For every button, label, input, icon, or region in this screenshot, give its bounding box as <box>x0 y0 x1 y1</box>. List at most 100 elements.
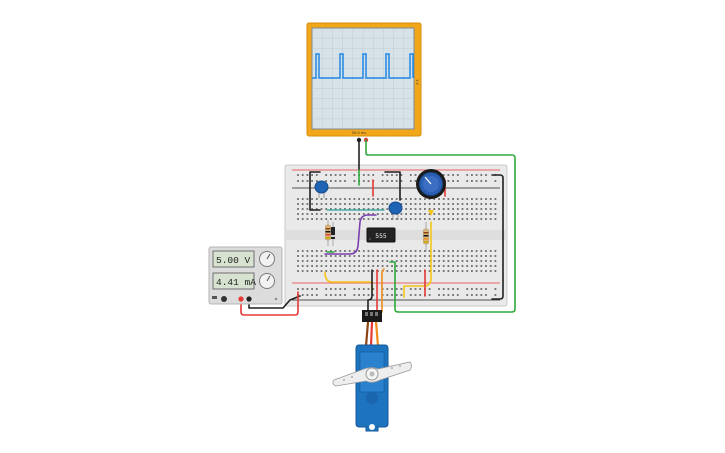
servo-motor[interactable] <box>332 310 412 432</box>
breadboard-hole[interactable] <box>391 265 393 267</box>
breadboard-hole[interactable] <box>301 255 304 257</box>
breadboard-hole[interactable] <box>377 198 379 200</box>
breadboard-hole[interactable] <box>452 255 454 257</box>
breadboard-hole[interactable] <box>320 270 323 272</box>
breadboard-hole[interactable] <box>330 288 332 290</box>
breadboard-hole[interactable] <box>381 255 384 257</box>
breadboard-hole[interactable] <box>381 250 384 252</box>
breadboard-hole[interactable] <box>485 288 487 290</box>
breadboard-hole[interactable] <box>466 260 469 262</box>
breadboard-hole[interactable] <box>456 203 459 205</box>
breadboard-hole[interactable] <box>339 218 342 220</box>
breadboard-hole[interactable] <box>461 265 464 267</box>
breadboard-hole[interactable] <box>330 174 332 176</box>
breadboard-hole[interactable] <box>424 265 426 267</box>
breadboard-hole[interactable] <box>409 260 412 262</box>
breadboard-hole[interactable] <box>339 255 342 257</box>
breadboard-hole[interactable] <box>466 203 469 205</box>
breadboard-hole[interactable] <box>367 203 370 205</box>
breadboard-hole[interactable] <box>381 213 384 215</box>
breadboard-hole[interactable] <box>442 294 445 296</box>
breadboard-hole[interactable] <box>306 294 309 296</box>
breadboard-hole[interactable] <box>391 255 393 257</box>
breadboard-hole[interactable] <box>348 218 351 220</box>
breadboard-hole[interactable] <box>471 270 473 272</box>
power-button[interactable] <box>221 296 227 302</box>
breadboard-hole[interactable] <box>353 250 356 252</box>
breadboard-hole[interactable] <box>409 250 412 252</box>
breadboard-hole[interactable] <box>377 213 379 215</box>
breadboard-hole[interactable] <box>301 203 304 205</box>
breadboard-hole[interactable] <box>358 203 360 205</box>
breadboard-hole[interactable] <box>447 250 450 252</box>
breadboard-hole[interactable] <box>438 213 440 215</box>
breadboard-hole[interactable] <box>414 174 417 176</box>
breadboard-hole[interactable] <box>311 198 313 200</box>
breadboard-hole[interactable] <box>424 198 426 200</box>
breadboard-hole[interactable] <box>475 180 478 182</box>
breadboard-hole[interactable] <box>311 288 313 290</box>
breadboard-hole[interactable] <box>344 213 346 215</box>
breadboard-hole[interactable] <box>409 180 412 182</box>
breadboard-hole[interactable] <box>442 265 445 267</box>
breadboard-hole[interactable] <box>414 198 417 200</box>
breadboard-hole[interactable] <box>442 213 445 215</box>
breadboard-hole[interactable] <box>466 198 469 200</box>
breadboard-hole[interactable] <box>400 265 403 267</box>
breadboard-hole[interactable] <box>456 270 459 272</box>
breadboard-hole[interactable] <box>456 198 459 200</box>
breadboard-hole[interactable] <box>442 208 445 210</box>
breadboard-hole[interactable] <box>372 294 375 296</box>
breadboard-hole[interactable] <box>334 203 337 205</box>
breadboard-hole[interactable] <box>353 265 356 267</box>
breadboard-hole[interactable] <box>414 260 417 262</box>
breadboard-hole[interactable] <box>391 270 393 272</box>
breadboard-hole[interactable] <box>409 270 412 272</box>
breadboard-hole[interactable] <box>395 218 398 220</box>
breadboard-hole[interactable] <box>358 288 360 290</box>
breadboard-hole[interactable] <box>325 270 328 272</box>
breadboard-hole[interactable] <box>353 213 356 215</box>
breadboard-hole[interactable] <box>348 213 351 215</box>
breadboard-hole[interactable] <box>456 288 459 290</box>
breadboard-hole[interactable] <box>428 265 431 267</box>
breadboard-hole[interactable] <box>372 208 375 210</box>
negative-terminal[interactable] <box>246 296 252 302</box>
breadboard-hole[interactable] <box>377 270 379 272</box>
breadboard-hole[interactable] <box>456 180 459 182</box>
breadboard-hole[interactable] <box>311 255 313 257</box>
breadboard-hole[interactable] <box>452 288 454 290</box>
breadboard-hole[interactable] <box>330 255 332 257</box>
wire-green-scope[interactable] <box>365 139 516 313</box>
breadboard-hole[interactable] <box>485 260 487 262</box>
breadboard-hole[interactable] <box>438 208 440 210</box>
breadboard-hole[interactable] <box>456 294 459 296</box>
breadboard-hole[interactable] <box>344 270 346 272</box>
breadboard-hole[interactable] <box>391 260 393 262</box>
breadboard-hole[interactable] <box>315 250 318 252</box>
breadboard-hole[interactable] <box>466 208 469 210</box>
breadboard-hole[interactable] <box>391 213 393 215</box>
breadboard-hole[interactable] <box>480 260 483 262</box>
breadboard-hole[interactable] <box>344 294 346 296</box>
breadboard-hole[interactable] <box>480 198 483 200</box>
breadboard-hole[interactable] <box>395 294 398 296</box>
breadboard-hole[interactable] <box>315 270 318 272</box>
breadboard-hole[interactable] <box>433 218 436 220</box>
breadboard-hole[interactable] <box>456 250 459 252</box>
wire-black-psu[interactable] <box>248 295 301 309</box>
breadboard-hole[interactable] <box>330 260 332 262</box>
breadboard-hole[interactable] <box>391 250 393 252</box>
breadboard-hole[interactable] <box>386 180 389 182</box>
breadboard-hole[interactable] <box>330 198 332 200</box>
breadboard-hole[interactable] <box>372 250 375 252</box>
breadboard-hole[interactable] <box>485 294 487 296</box>
breadboard-hole[interactable] <box>414 255 417 257</box>
breadboard-hole[interactable] <box>475 203 478 205</box>
breadboard-hole[interactable] <box>461 208 464 210</box>
breadboard-hole[interactable] <box>405 255 407 257</box>
power-supply[interactable]: 5.00 V 4.41 mA <box>208 246 283 305</box>
breadboard-hole[interactable] <box>358 265 360 267</box>
breadboard-hole[interactable] <box>348 265 351 267</box>
breadboard-hole[interactable] <box>424 255 426 257</box>
